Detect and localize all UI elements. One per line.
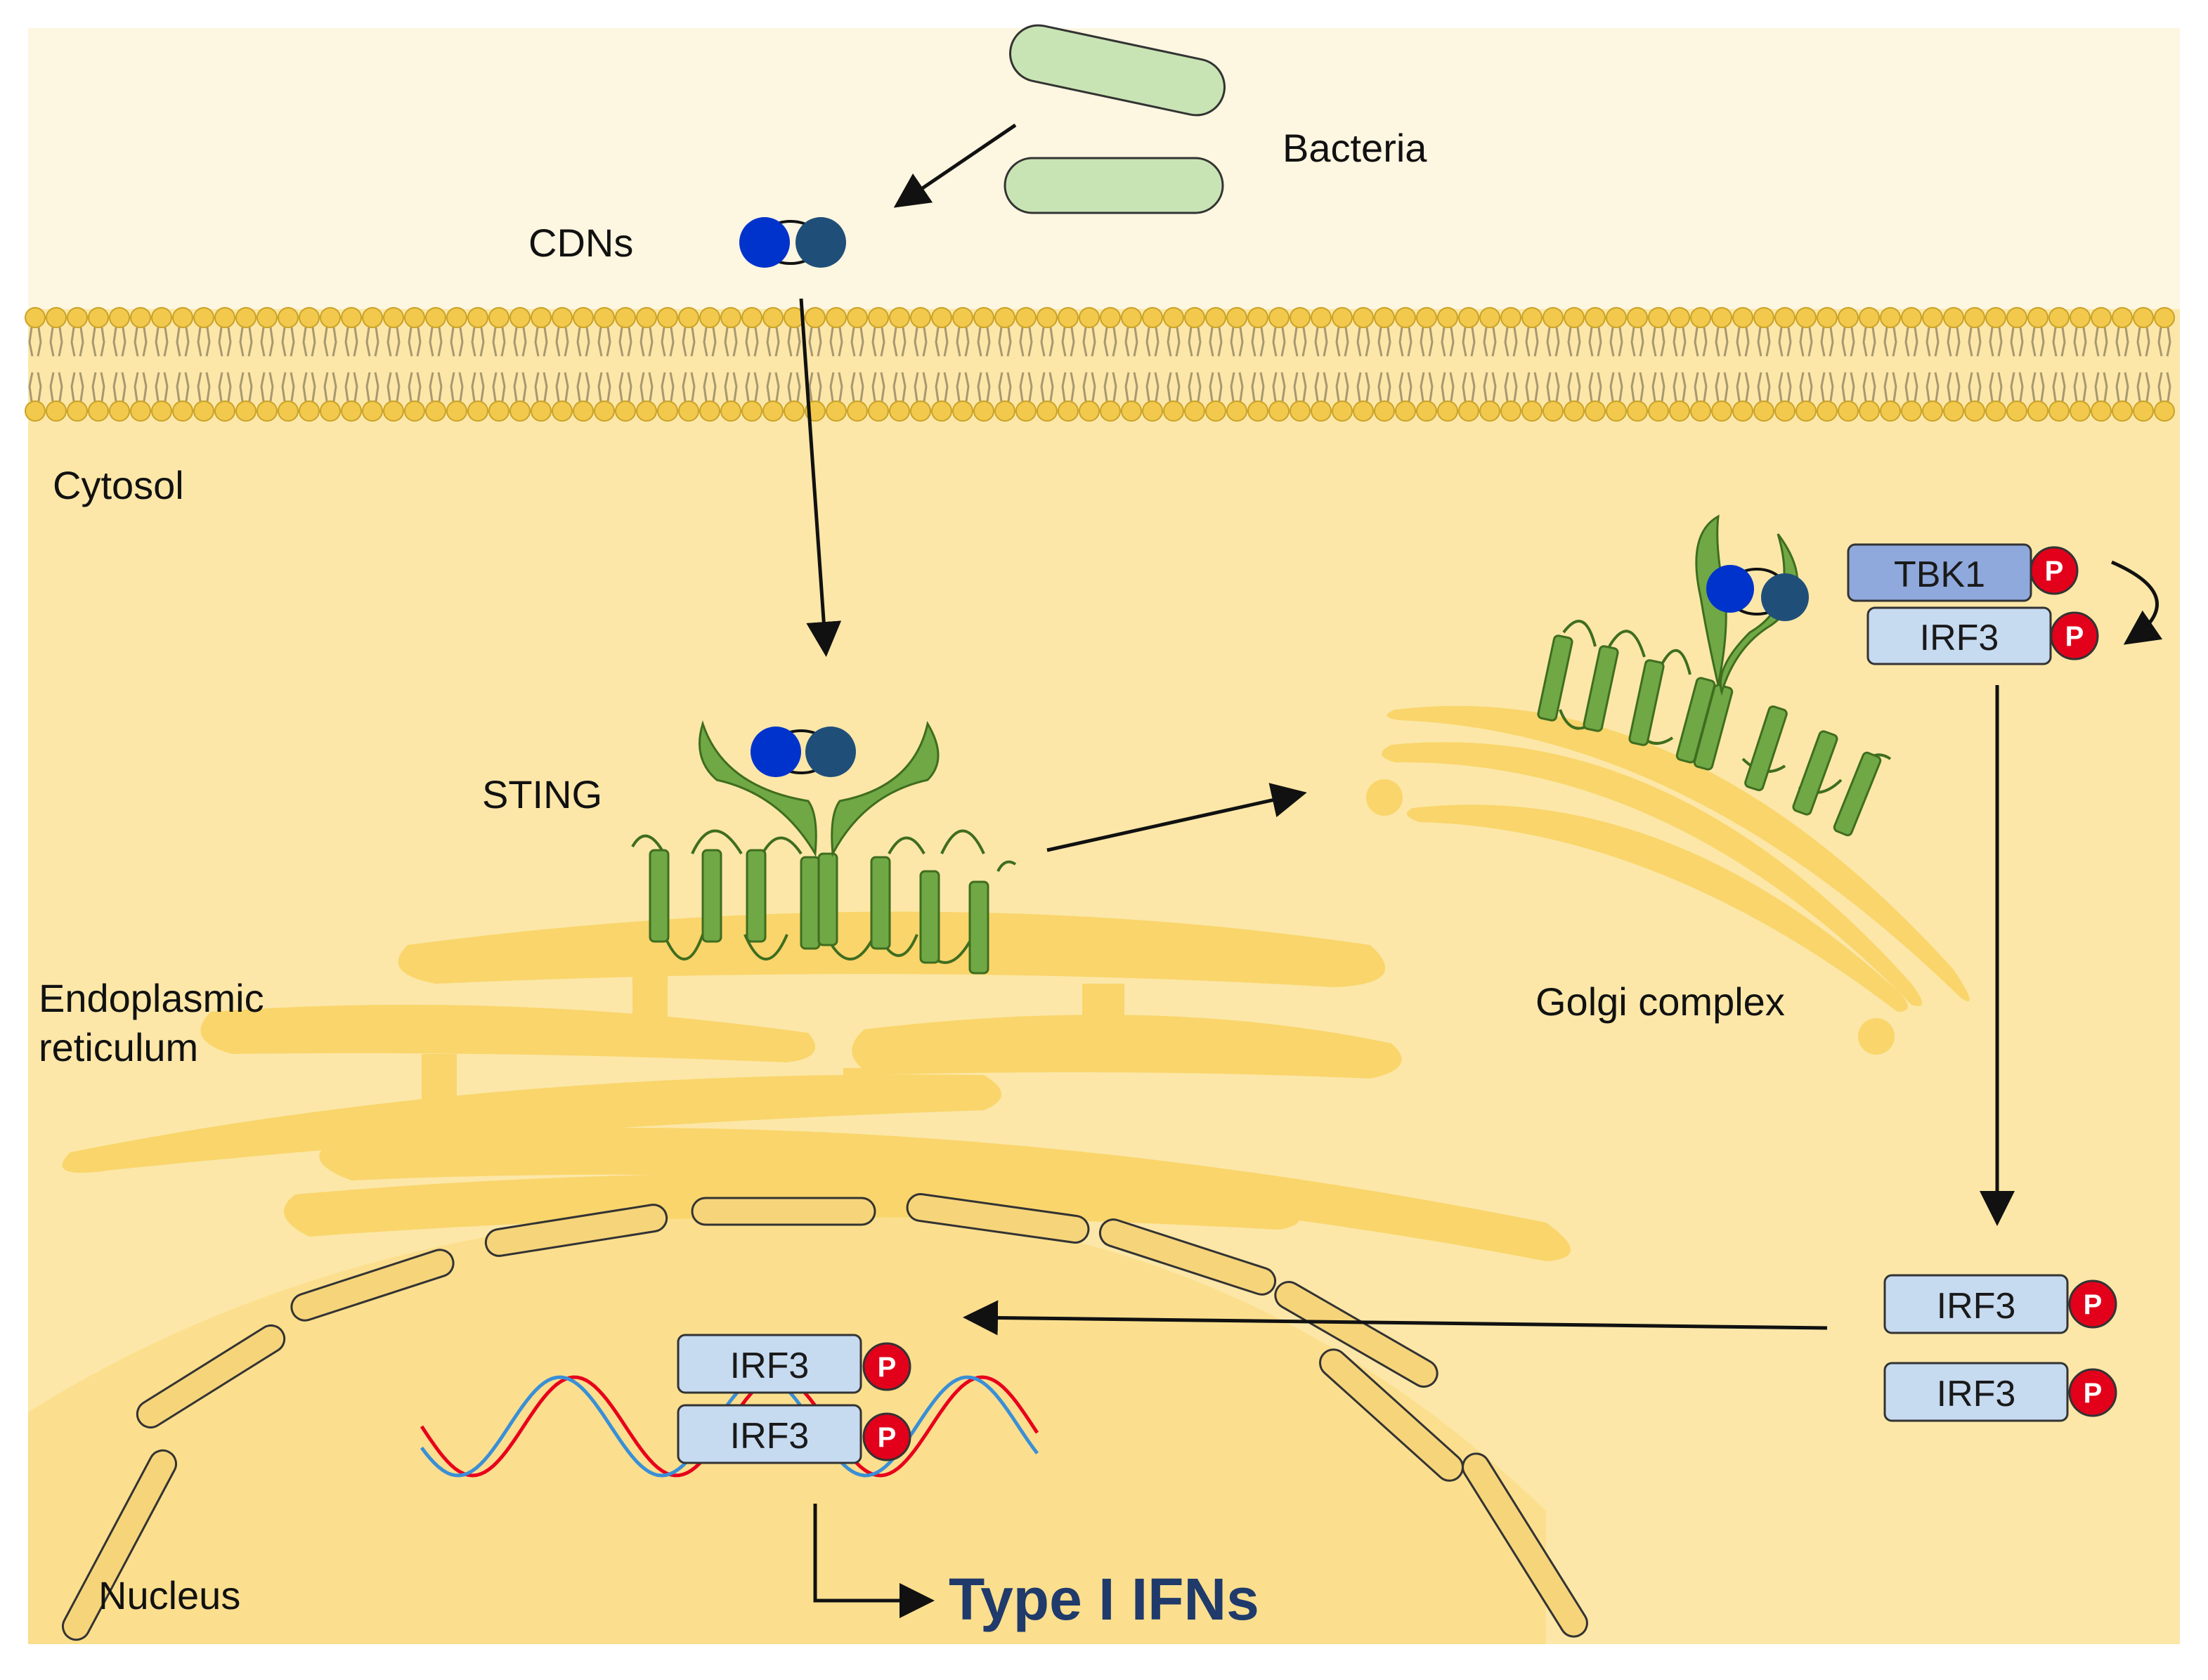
- irf3-phospho-label-nucleus: P: [878, 1352, 897, 1383]
- tbk1-label: TBK1: [1894, 554, 1985, 595]
- irf3-phospho-label: P: [2084, 1289, 2103, 1320]
- arrow-er-to-golgi: [1046, 783, 1307, 852]
- golgi-vesicle: [1858, 1018, 1895, 1055]
- tbk1-phospho-badge: [2030, 546, 2079, 595]
- irf3-phospho-label-nucleus: P: [878, 1422, 897, 1453]
- er-label-line1: Endoplasmic: [39, 976, 264, 1020]
- arrow-bacteria-to-cdns: [893, 123, 1017, 208]
- cdns-label: CDNs: [528, 221, 633, 265]
- irf3-phospho-badge: [2068, 1279, 2117, 1329]
- bacteria-label: Bacteria: [1282, 126, 1427, 170]
- irf3-phospho-badge-nucleus: [862, 1412, 911, 1461]
- arrow-irf3-to-nucleus: [963, 1300, 1828, 1336]
- nucleus-label: Nucleus: [98, 1573, 240, 1617]
- golgi-complex: [1366, 705, 1970, 1055]
- arrow-tbk1-phosphorylates-irf3: [2111, 560, 2163, 645]
- irf3-phospho-label: P: [2084, 1378, 2103, 1409]
- cdn-molecule-icon: [739, 217, 846, 268]
- arrow-irf3-to-ifns: [813, 1504, 935, 1618]
- irf3-box-nucleus: [677, 1404, 862, 1464]
- irf3-box: [1883, 1362, 2069, 1422]
- irf3-label: IRF3: [1937, 1374, 2016, 1414]
- cytosol-label: Cytosol: [53, 463, 184, 507]
- sting-label: STING: [482, 772, 602, 816]
- nuclear-envelope: [61, 1193, 1588, 1641]
- golgi-label: Golgi complex: [1535, 979, 1785, 1024]
- arrow-cdns-to-sting: [799, 298, 842, 657]
- plasma-membrane: [25, 307, 2175, 422]
- irf3-phospho-badge: [2068, 1368, 2117, 1417]
- irf3-phospho-badge-nucleus: [862, 1342, 911, 1391]
- er-label-line2: reticulum: [39, 1025, 198, 1069]
- sting-protein-golgi: [1537, 514, 1892, 837]
- bacteria-icon: [1004, 24, 1226, 214]
- irf3-label-golgi: IRF3: [1920, 618, 1999, 658]
- irf3-phospho-badge-golgi: [2050, 611, 2099, 660]
- irf3-label-nucleus: IRF3: [730, 1346, 810, 1386]
- irf3-dimer-nucleus: IRF3 P IRF3 P: [677, 1334, 911, 1464]
- irf3-dimer-cytosol: IRF3 P IRF3 P: [1883, 1274, 2117, 1422]
- pathway-arrows: [799, 123, 2163, 1618]
- irf3-box: [1883, 1274, 2069, 1334]
- type1-ifns-label: Type I IFNs: [949, 1566, 1259, 1632]
- irf3-box-nucleus: [677, 1334, 862, 1394]
- sting-protein-er: [631, 720, 1017, 975]
- irf3-phospho-label-golgi: P: [2065, 621, 2084, 652]
- tbk1-phospho-label: P: [2045, 556, 2064, 587]
- irf3-label: IRF3: [1937, 1286, 2016, 1327]
- irf3-label-nucleus: IRF3: [730, 1416, 810, 1457]
- tbk1-complex: TBK1 P IRF3 P: [1847, 543, 2099, 665]
- golgi-vesicle: [1366, 779, 1403, 816]
